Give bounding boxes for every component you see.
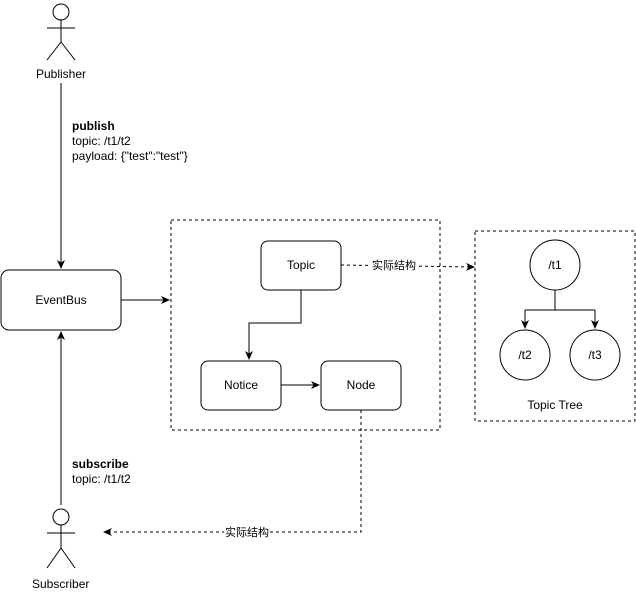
topic-tree-caption: Topic Tree — [527, 398, 583, 412]
publisher-actor — [46, 3, 76, 61]
publish-note-payload: payload: {"test":"test"} — [72, 149, 188, 163]
tree-node-child-2 — [569, 329, 621, 381]
publish-note-topic: topic: /t1/t2 — [72, 134, 131, 148]
subscriber-actor — [46, 508, 76, 569]
topic-to-notice-arrow — [245, 290, 302, 360]
tree-root-label: /t1 — [548, 258, 562, 272]
subscribe-note-title: subscribe — [72, 457, 129, 471]
topic-tree-container — [474, 230, 636, 422]
node-to-subscriber-label: 实际结构 — [224, 526, 270, 540]
topic-to-tree-label: 实际结构 — [371, 259, 417, 273]
structure-container — [170, 219, 441, 431]
tree-edges — [521, 290, 599, 329]
publisher-label: Publisher — [36, 67, 87, 81]
eventbus-label: EventBus — [35, 293, 87, 307]
tree-child-1-label: /t2 — [518, 348, 532, 362]
tree-child-2-label: /t3 — [588, 348, 602, 362]
subscribe-note-topic: topic: /t1/t2 — [72, 472, 131, 486]
publish-note-title: publish — [72, 119, 115, 133]
tree-node-child-1 — [499, 329, 551, 381]
notice-label: Notice — [223, 378, 258, 392]
node-to-subscriber-arrow — [103, 410, 362, 536]
subscriber-label: Subscriber — [32, 577, 90, 591]
node-label: Node — [346, 378, 376, 392]
topic-label: Topic — [286, 258, 315, 272]
